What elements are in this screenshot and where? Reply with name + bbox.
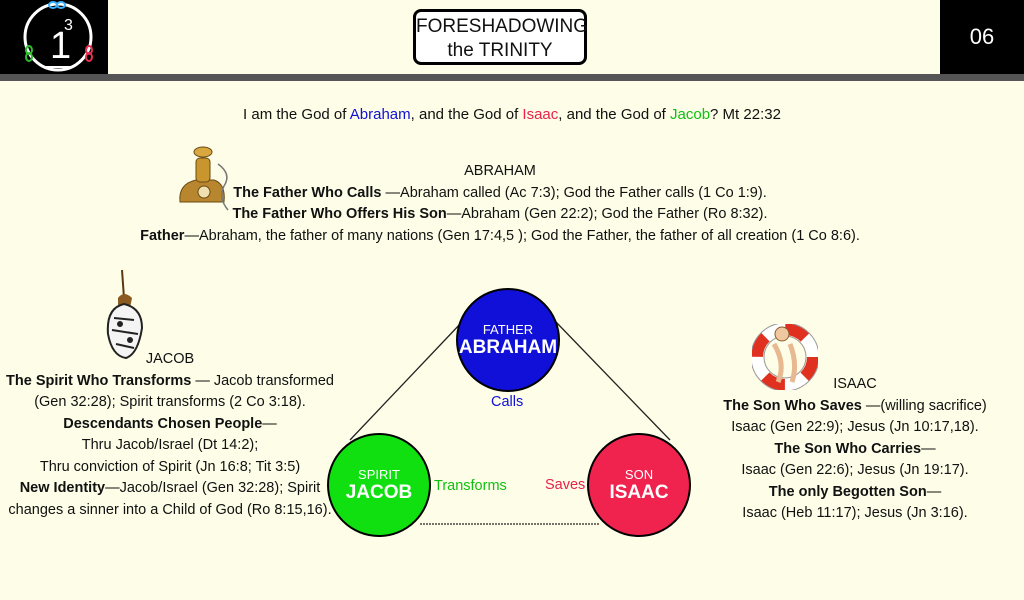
page-number-box: 06 [940, 0, 1024, 74]
spirit-circle[interactable]: SPIRIT JACOB [327, 433, 431, 537]
spirit-name: JACOB [345, 481, 413, 503]
svg-text:3: 3 [64, 17, 73, 34]
verse-line: I am the God of Abraham, and the God of … [0, 106, 1024, 123]
jacob-line4: Thru Jacob/Israel (Dt 14:2); [81, 437, 259, 453]
verse-name-jacob: Jacob [670, 106, 711, 123]
abraham-text-block: ABRAHAM The Father Who Calls —Abraham ca… [100, 161, 900, 247]
jacob-line1-bold: The Spirit Who Transforms [6, 372, 192, 389]
son-circle[interactable]: SON ISAAC [587, 433, 691, 537]
isaac-line6: Isaac (Heb 11:17); Jesus (Jn 3:16). [742, 505, 968, 521]
page-title: FORESHADOWING the TRINITY [413, 9, 589, 65]
title-line-2: the TRINITY [447, 40, 553, 61]
verse-mid-2: , and the God of [558, 106, 671, 123]
verse-name-abraham: Abraham [349, 106, 411, 123]
saves-label: Saves [545, 477, 586, 493]
jacob-text-block: JACOB The Spirit Who Transforms — Jacob … [0, 349, 340, 521]
svg-text:1: 1 [50, 25, 71, 67]
edge-father-son [555, 321, 671, 441]
isaac-line5-rest: — [926, 483, 942, 500]
calls-label: Calls [491, 394, 524, 410]
father-circle[interactable]: FATHER ABRAHAM [456, 288, 560, 392]
verse-suffix: ? Mt 22:32 [710, 106, 781, 123]
jacob-line3-bold: Descendants Chosen People [63, 415, 263, 432]
isaac-line3-bold: The Son Who Carries [774, 440, 922, 457]
isaac-line2: Isaac (Gen 22:9); Jesus (Jn 10:17,18). [731, 419, 979, 435]
abraham-line3-rest: —Abraham, the father of many nations (Ge… [184, 227, 860, 244]
verse-name-isaac: Isaac [522, 106, 559, 123]
isaac-line1-bold: The Son Who Saves [723, 397, 862, 414]
title-line-1: FORESHADOWING [416, 16, 589, 37]
abraham-line1-rest: —Abraham called (Ac 7:3); God the Father… [381, 184, 767, 201]
abraham-heading: ABRAHAM [464, 163, 536, 179]
jacob-line1-rest: — Jacob transformed [191, 372, 334, 389]
father-role: FATHER [482, 321, 534, 337]
jacob-heading: JACOB [145, 351, 195, 367]
butterfly-icon [106, 269, 144, 360]
son-role: SON [624, 466, 654, 482]
jacob-line7: changes a sinner into a Child of God (Ro… [8, 501, 332, 518]
header-divider [0, 74, 1024, 81]
abraham-line2-rest: —Abraham (Gen 22:2); God the Father (Ro … [446, 206, 768, 222]
jacob-line6-bold: New Identity [19, 480, 106, 496]
transforms-label: Transforms [434, 478, 507, 494]
jacob-line5: Thru conviction of Spirit (Jn 16:8; Tit … [39, 458, 301, 475]
jacob-line6-rest: —Jacob/Israel (Gen 32:28); Spirit [105, 480, 321, 496]
father-name: ABRAHAM [458, 336, 558, 358]
jacob-line2: (Gen 32:28); Spirit transforms (2 Co 3:1… [34, 394, 306, 410]
isaac-line4: Isaac (Gen 22:6); Jesus (Jn 19:17). [741, 462, 969, 478]
spirit-role: SPIRIT [358, 466, 400, 482]
isaac-line1-rest: —(willing sacrifice) [861, 397, 987, 414]
abraham-line2-bold: The Father Who Offers His Son [232, 206, 447, 222]
verse-mid-1: , and the God of [410, 106, 523, 123]
telephone-icon [179, 146, 229, 211]
edge-father-spirit [349, 321, 463, 441]
lifebuoy-icon [752, 324, 818, 390]
son-name: ISAAC [609, 481, 669, 503]
trinity-logo-icon: 1 3 [23, 1, 93, 72]
page-number: 06 [969, 24, 995, 49]
trinity-logo[interactable]: 1 3 [0, 0, 108, 74]
isaac-heading: ISAAC [833, 376, 877, 392]
verse-prefix: I am the God of [243, 106, 350, 123]
abraham-line3-bold: Father [140, 227, 185, 244]
isaac-text-block: ISAAC The Son Who Saves —(willing sacrif… [700, 374, 1010, 525]
isaac-line5-bold: The only Begotten Son [768, 483, 927, 500]
isaac-line3-rest: — [921, 440, 936, 457]
jacob-line3-rest: — [262, 415, 277, 432]
abraham-line1-bold: The Father Who Calls [233, 184, 382, 201]
